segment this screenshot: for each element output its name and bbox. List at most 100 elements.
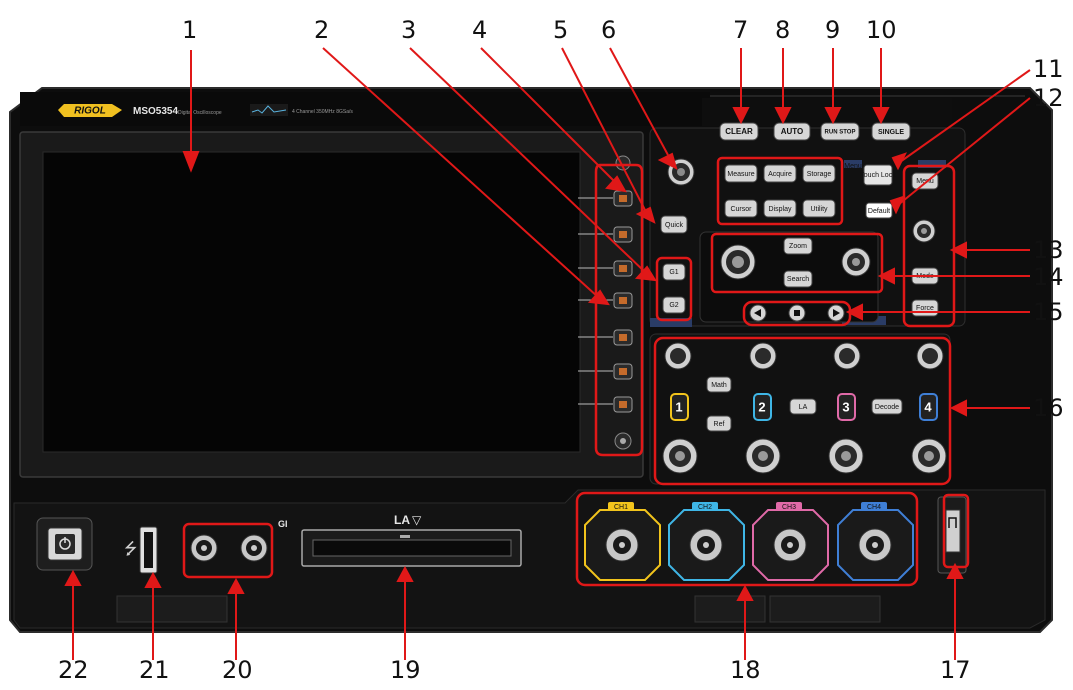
menu-softkeys[interactable]	[578, 155, 644, 457]
la-connector[interactable]: LA ▽	[301, 513, 522, 567]
trigger-force-button[interactable]: Force	[911, 299, 939, 317]
svg-text:G2: G2	[669, 302, 678, 309]
svg-text:SINGLE: SINGLE	[878, 129, 904, 136]
svg-text:Storage: Storage	[807, 171, 832, 178]
cursor-button[interactable]: Cursor	[724, 199, 758, 218]
ch3-scale-knob[interactable]	[828, 438, 864, 474]
rigol-logo	[58, 104, 122, 117]
nav-stop-button[interactable]	[788, 304, 806, 322]
horizontal-scale-knob[interactable]	[720, 244, 756, 280]
branding: RIGOL MSO5354 Digital Oscilloscope 4 Cha…	[58, 104, 353, 117]
function-keys-highlight	[716, 156, 844, 226]
callout-2: 2	[314, 16, 330, 44]
trigger-level-knob[interactable]	[912, 219, 936, 243]
ch1-button[interactable]: 1	[670, 393, 689, 421]
model-tagline: Digital Oscilloscope	[178, 110, 222, 116]
la-button[interactable]: LA	[789, 398, 817, 415]
callout-4: 4	[472, 16, 488, 44]
ch3-input[interactable]: CH3	[752, 502, 829, 581]
callout-14: 14	[1033, 263, 1064, 291]
right-foot-b	[769, 595, 881, 623]
zoom-button[interactable]: Zoom	[783, 237, 813, 255]
ch2-scale-knob[interactable]	[745, 438, 781, 474]
callout-10: 10	[866, 16, 897, 44]
left-foot	[116, 595, 228, 623]
nav-right-button[interactable]	[827, 304, 845, 322]
utility-button[interactable]: Utility	[802, 199, 836, 218]
ch3-offset-knob[interactable]	[833, 342, 861, 370]
callout-lines	[64, 47, 1031, 660]
callout-9: 9	[825, 16, 841, 44]
ch1-input[interactable]: CH1	[584, 502, 661, 581]
ch2-button[interactable]: 2	[753, 393, 772, 421]
trigger-controls-highlight	[902, 164, 956, 328]
single-button[interactable]: SINGLE	[871, 122, 911, 141]
usb-icon: ⭍	[124, 539, 137, 558]
horizontal-controls-highlight	[710, 232, 884, 294]
trigger-controls[interactable]: Menu Mode Force	[902, 160, 956, 328]
g2-button[interactable]: G2	[662, 296, 686, 314]
ch4-scale-knob[interactable]	[911, 438, 947, 474]
touch-lock-button[interactable]: Touch Lock	[860, 164, 896, 186]
nav-left-button[interactable]	[749, 304, 767, 322]
power-button[interactable]	[36, 517, 93, 571]
gen-output-1[interactable]	[190, 534, 218, 562]
quick-button[interactable]: Quick	[660, 215, 688, 234]
run-stop-button[interactable]: RUN STOP	[820, 122, 860, 141]
math-button[interactable]: Math	[706, 376, 732, 393]
horizontal-position-knob[interactable]	[841, 247, 871, 277]
ch2-offset-knob[interactable]	[749, 342, 777, 370]
softkey-highlight	[594, 163, 644, 457]
svg-text:2: 2	[758, 399, 765, 414]
ch4-input[interactable]: CH4	[837, 502, 914, 581]
gen-output-2[interactable]	[240, 534, 268, 562]
usb-host-port[interactable]: ⭍	[124, 526, 158, 574]
display-screen	[19, 131, 644, 478]
vertical-controls[interactable]: Math Ref 1 2 LA 3 Decode 4	[653, 336, 952, 486]
ultravision-badge	[250, 104, 288, 116]
ch4-button[interactable]: 4	[919, 393, 938, 421]
callout-15: 15	[1033, 298, 1064, 326]
callout-3: 3	[401, 16, 417, 44]
svg-text:Ref: Ref	[714, 421, 725, 428]
model-label: MSO5354	[133, 106, 178, 117]
callout-18: 18	[730, 656, 761, 684]
softkey-1[interactable]	[578, 190, 633, 207]
clear-button[interactable]: CLEAR	[719, 122, 759, 141]
probe-compensation[interactable]	[937, 493, 970, 574]
decode-button[interactable]: Decode	[871, 398, 903, 415]
svg-text:Measure: Measure	[727, 171, 754, 178]
channel-inputs[interactable]: CH1 CH2 CH3 CH4	[575, 491, 919, 587]
ch4-offset-knob[interactable]	[916, 342, 944, 370]
ref-button[interactable]: Ref	[706, 415, 732, 432]
rigol-logo-text: RIGOL	[74, 106, 106, 117]
ch3-button[interactable]: 3	[837, 393, 856, 421]
svg-text:Touch Lock: Touch Lock	[860, 172, 896, 179]
svg-text:LA: LA	[394, 513, 410, 527]
callout-11: 11	[1033, 55, 1064, 83]
default-button[interactable]: Default	[865, 202, 893, 219]
measure-button[interactable]: Measure	[724, 164, 758, 183]
display-button[interactable]: Display	[763, 199, 797, 218]
ch1-scale-knob[interactable]	[662, 438, 698, 474]
svg-text:AUTO: AUTO	[781, 127, 804, 136]
generator-keys[interactable]: G1 G2	[655, 256, 693, 322]
ch1-offset-knob[interactable]	[664, 342, 692, 370]
callout-12: 12	[1033, 84, 1064, 112]
callout-20: 20	[222, 656, 253, 684]
auto-button[interactable]: AUTO	[773, 122, 811, 141]
ch2-input[interactable]: CH2	[668, 502, 745, 581]
svg-text:Utility: Utility	[810, 206, 828, 213]
g1-button[interactable]: G1	[662, 263, 686, 281]
horizontal-controls[interactable]: Zoom Search	[710, 232, 884, 294]
svg-text:CH4: CH4	[867, 504, 881, 511]
callout-17: 17	[940, 656, 971, 684]
generator-outputs[interactable]: GI	[182, 519, 288, 579]
svg-text:1: 1	[675, 399, 682, 414]
svg-text:Force: Force	[916, 305, 934, 312]
search-button[interactable]: Search	[783, 270, 813, 288]
storage-button[interactable]: Storage	[802, 164, 836, 183]
svg-text:Zoom: Zoom	[789, 243, 807, 250]
function-menu-keys[interactable]: Menu Measure Acquire Storage Cursor Disp…	[716, 156, 862, 226]
acquire-button[interactable]: Acquire	[763, 164, 797, 183]
